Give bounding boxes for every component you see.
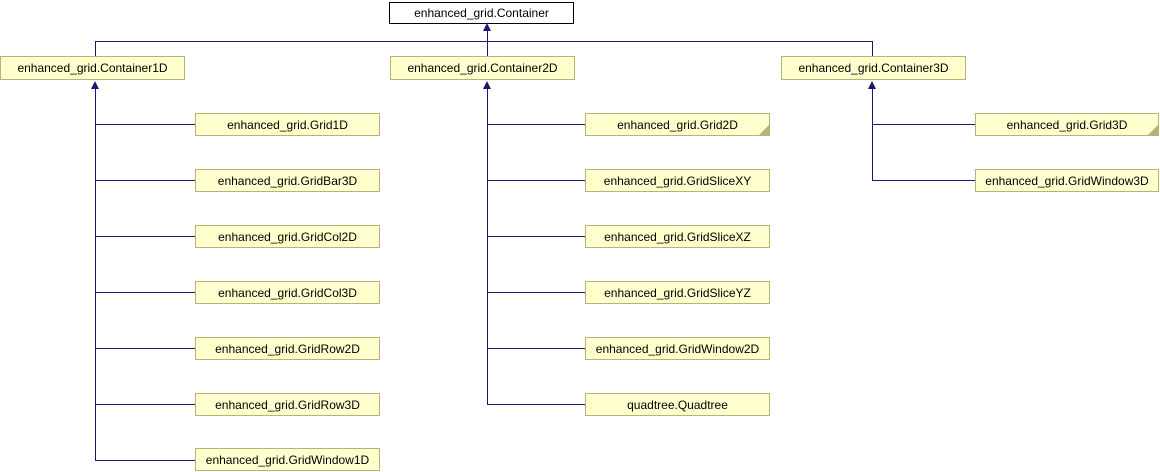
edge-branch-gridrow3d [95,404,196,405]
edge-branch-gridslicexy [487,180,586,181]
node-gridslicexz[interactable]: enhanced_grid.GridSliceXZ [585,225,770,248]
edge-branch-gridrow2d [95,348,196,349]
node-grid2d-label: enhanced_grid.Grid2D [617,117,738,132]
edge-branch-gridslicexz [487,236,586,237]
arrowhead-to-container-icon [483,23,491,31]
edge-trunk-right [872,88,873,181]
edge-branch-gridbar3d [95,180,196,181]
edge-branch-gridcol2d [95,236,196,237]
edge-trunk-left [95,88,96,461]
node-gridwindow2d[interactable]: enhanced_grid.GridWindow2D [585,337,770,360]
edge-container2d-stub [487,31,488,57]
node-container: enhanced_grid.Container [389,2,574,24]
edge-branch-grid3d [872,124,976,125]
node-container2d[interactable]: enhanced_grid.Container2D [390,56,575,80]
arrowhead-to-container2d-icon [483,81,491,89]
node-grid3d-label: enhanced_grid.Grid3D [1006,117,1128,132]
edge-branch-gridwindow2d [487,348,586,349]
edge-branch-gridcol3d [95,292,196,293]
node-grid3d[interactable]: enhanced_grid.Grid3D [975,113,1159,136]
edge-branch-gridsliceyz [487,292,586,293]
node-gridsliceyz[interactable]: enhanced_grid.GridSliceYZ [585,281,770,304]
node-container1d[interactable]: enhanced_grid.Container1D [0,56,185,80]
truncation-fold-icon [1148,125,1158,135]
node-quadtree[interactable]: quadtree.Quadtree [585,393,770,416]
node-grid2d[interactable]: enhanced_grid.Grid2D [585,113,770,136]
node-gridwindow1d[interactable]: enhanced_grid.GridWindow1D [195,448,380,471]
edge-branch-grid1d [95,124,196,125]
edge-container3d-stub [872,41,873,57]
edge-top-horizontal [95,41,873,42]
node-gridcol2d[interactable]: enhanced_grid.GridCol2D [195,225,380,248]
arrowhead-to-container1d-icon [91,81,99,89]
arrowhead-to-container3d-icon [868,81,876,89]
node-gridrow2d[interactable]: enhanced_grid.GridRow2D [195,337,380,360]
edge-branch-quadtree [487,404,586,405]
node-gridbar3d[interactable]: enhanced_grid.GridBar3D [195,169,380,192]
node-grid1d[interactable]: enhanced_grid.Grid1D [195,113,380,136]
edge-branch-grid2d [487,124,586,125]
edge-trunk-middle [487,88,488,405]
truncation-fold-icon [759,125,769,135]
node-container3d[interactable]: enhanced_grid.Container3D [781,56,966,80]
edge-branch-gridwindow1d [95,460,196,461]
edge-branch-gridwindow3d [872,180,976,181]
node-gridcol3d[interactable]: enhanced_grid.GridCol3D [195,281,380,304]
node-gridrow3d[interactable]: enhanced_grid.GridRow3D [195,393,380,416]
node-gridwindow3d[interactable]: enhanced_grid.GridWindow3D [975,169,1159,192]
node-gridslicexy[interactable]: enhanced_grid.GridSliceXY [585,169,770,192]
edge-container1d-stub [95,41,96,57]
